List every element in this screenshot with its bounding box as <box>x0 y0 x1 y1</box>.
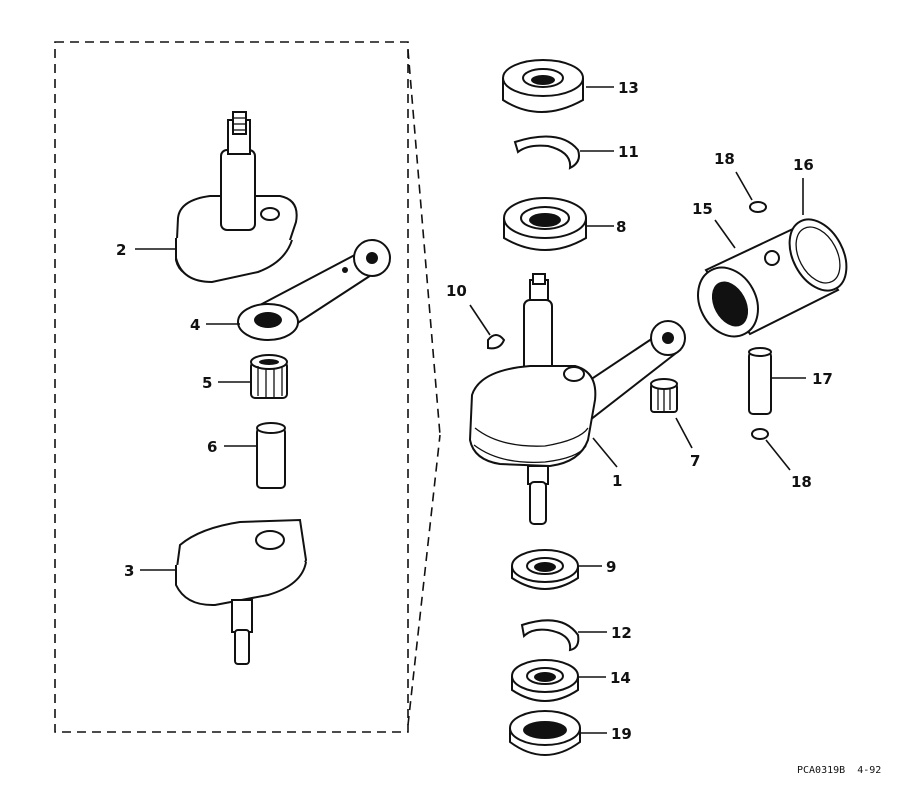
callout-1: 1 <box>612 472 622 490</box>
callout-3: 3 <box>124 562 134 580</box>
part-5-needle-bearing <box>250 354 288 399</box>
part-19-seal <box>509 710 581 756</box>
part-2-upper-crank-half <box>174 111 298 284</box>
callout-8: 8 <box>616 218 626 236</box>
leader-lines <box>135 86 806 734</box>
callout-18-upper: 18 <box>714 150 735 168</box>
part-17-wrist-pin <box>748 347 772 415</box>
part-16-piston-ring <box>788 218 848 292</box>
part-1-crankshaft-assembly <box>468 273 686 525</box>
callout-2: 2 <box>116 241 126 259</box>
callout-9: 9 <box>606 558 616 576</box>
part-7-needle-bearing <box>650 378 678 413</box>
callout-10: 10 <box>446 282 467 300</box>
part-9-ball-bearing <box>511 549 579 590</box>
callout-11: 11 <box>618 143 639 161</box>
callout-labels: 2 3 4 5 6 13 11 8 10 1 7 9 12 14 19 15 1… <box>116 79 833 743</box>
part-4-connecting-rod <box>237 239 391 341</box>
part-12-retaining-ring <box>520 619 580 652</box>
callout-16: 16 <box>793 156 814 174</box>
part-11-retaining-ring <box>513 135 580 170</box>
callout-14: 14 <box>610 669 631 687</box>
callout-13: 13 <box>618 79 639 97</box>
part-14-bearing <box>511 659 579 702</box>
figure-code: PCA0319B 4-92 <box>797 765 881 776</box>
callout-12: 12 <box>611 624 632 642</box>
callout-7: 7 <box>690 452 700 470</box>
part-18-retaining-clip-lower <box>751 428 769 440</box>
crankshaft-subassembly-box <box>54 41 441 733</box>
callout-18-lower: 18 <box>791 473 812 491</box>
part-8-ball-bearing <box>503 197 587 251</box>
callout-5: 5 <box>202 374 212 392</box>
callout-15: 15 <box>692 200 713 218</box>
part-13-seal <box>502 59 584 113</box>
part-10-woodruff-key <box>487 334 506 350</box>
part-6-crank-pin <box>256 422 286 489</box>
callout-4: 4 <box>190 316 200 334</box>
callout-19: 19 <box>611 725 632 743</box>
part-18-retaining-clip-upper <box>749 201 767 213</box>
part-3-lower-crank-half <box>174 518 308 665</box>
callout-6: 6 <box>207 438 217 456</box>
callout-17: 17 <box>812 370 833 388</box>
